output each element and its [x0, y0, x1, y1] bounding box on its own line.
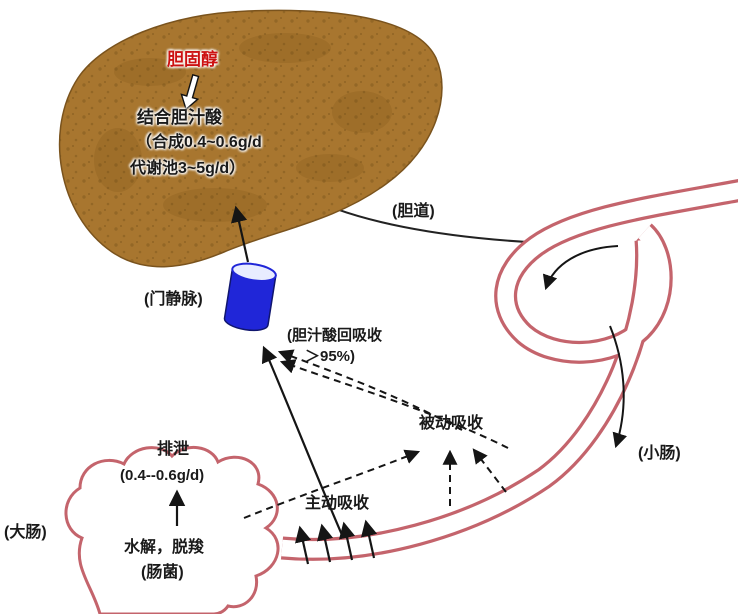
label-small-intestine: (小肠): [638, 445, 681, 462]
label-cholesterol: 胆固醇: [167, 50, 218, 69]
label-excretion-rate: (0.4--0.6g/d): [120, 467, 205, 484]
label-hydrolysis: 水解，脱羧: [124, 539, 205, 556]
label-excretion: 排泄: [157, 441, 190, 458]
portal-vein-cylinder: [223, 262, 277, 332]
portal-to-liver-arrow: [230, 205, 250, 263]
label-passive-absorption: 被动吸收: [419, 415, 484, 432]
label-portal-vein: (门静脉): [144, 291, 203, 308]
passive-absorption-dashed-arrow-1: [243, 449, 421, 519]
label-large-intestine: (大肠): [4, 524, 47, 541]
passive-absorption-dashed-arrow-3: [472, 448, 507, 493]
label-reabsorption-1: (胆汁酸回吸收: [287, 327, 382, 344]
label-reabsorption-2: ＞95%): [305, 348, 356, 365]
reabsorption-dashed-arrow-2: [279, 359, 509, 449]
liver-shape: [58, 9, 443, 268]
label-synthesis-rate: （合成0.4~0.6g/d: [136, 134, 262, 151]
label-metabolic-pool: 代谢池3~5g/d）: [130, 160, 246, 177]
label-active-absorption: 主动吸收: [305, 495, 370, 512]
large-intestine-shape: [64, 446, 280, 614]
active-uptake-small-arrows: [294, 519, 378, 565]
small-intestine-tube: [280, 179, 738, 561]
intestine-flow-arrow: [609, 325, 627, 449]
cholesterol-conversion-arrow: [180, 73, 200, 111]
label-conjugated-bile-acid: 结合胆汁酸: [137, 108, 222, 127]
duodenum-flow-arrow: [542, 245, 619, 291]
label-bile-duct: (胆道): [392, 203, 435, 220]
label-gut-bacteria: (肠菌): [141, 564, 184, 581]
active-absorption-arrow: [261, 345, 344, 536]
